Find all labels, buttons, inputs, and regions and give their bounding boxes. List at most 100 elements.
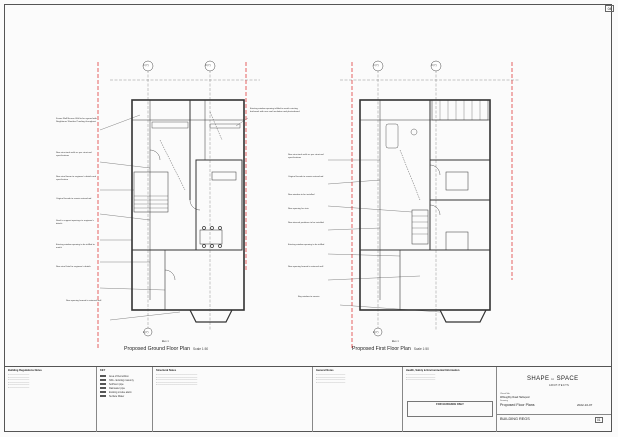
ground-grid-bubble-e bbox=[143, 327, 153, 337]
drawing-date: 2022-10-07 bbox=[577, 403, 593, 407]
general-notes-heading: General Notes bbox=[316, 369, 334, 372]
legend-label: Rainwater pipe bbox=[109, 386, 125, 390]
brand-logo: SHAPE in SPACE bbox=[527, 376, 579, 382]
ground-floor-title: Proposed Ground Floor Plan bbox=[124, 346, 191, 352]
ground-floor-scale: Scale 1:50 bbox=[193, 347, 209, 351]
building-regs-text: • ——————————• ——————————• ——————————• ——… bbox=[8, 374, 30, 389]
health-safety-text: • ——————————————• ——————————————• ——————… bbox=[406, 374, 436, 382]
general-notes-column: General Notes • ——————————————• ————————… bbox=[313, 367, 403, 432]
ground-red-boundaries bbox=[97, 62, 247, 350]
legend-label: Area of Demolition bbox=[109, 374, 129, 378]
first-grid-bubble-e bbox=[373, 327, 383, 337]
legend-item-surface: Surface Water bbox=[97, 394, 152, 398]
ground-grid-label-e: E (Y) bbox=[143, 331, 149, 334]
legend-swatch bbox=[100, 374, 106, 378]
legend-swatch bbox=[100, 386, 106, 390]
first-grid-label-c: C (Y) bbox=[373, 64, 379, 67]
drawing-revision: 01 bbox=[595, 417, 603, 423]
ground-grid-label-c: C (Y) bbox=[143, 64, 149, 67]
first-stair bbox=[411, 209, 429, 245]
legend-label: Soil/Vent pipe bbox=[109, 382, 124, 386]
structural-notes-text: • ————————————————————• ————————————————… bbox=[156, 374, 198, 387]
legend-swatch bbox=[100, 394, 106, 398]
brand-tail: SPACE bbox=[556, 376, 579, 382]
ground-outer-walls bbox=[131, 99, 245, 311]
first-grid-label-d: D (Y) bbox=[431, 64, 437, 67]
first-note-1: New structural walls as per structural s… bbox=[288, 154, 324, 159]
sheet-ref-number: 04 bbox=[605, 5, 614, 12]
ground-note-4: Original facade to remain untouched bbox=[56, 198, 92, 200]
ground-note-8: New opening formed in external wall bbox=[66, 300, 102, 302]
for-guidance-box: FOR GUIDANCE ONLY bbox=[407, 401, 493, 417]
bed-1 bbox=[445, 171, 469, 191]
title-block: Building Regulations Notes • ——————————•… bbox=[5, 366, 611, 432]
first-red-boundaries bbox=[351, 62, 513, 350]
key-heading: KEY bbox=[100, 369, 106, 372]
structural-notes-heading: Structural Notes bbox=[156, 369, 177, 372]
legend-swatch bbox=[100, 382, 106, 386]
legend-item-demolition: Area of Demolition bbox=[97, 374, 152, 378]
client-label: Client/Job bbox=[500, 393, 510, 395]
general-notes-text: • ——————————————• ——————————————• ——————… bbox=[316, 374, 346, 384]
first-grid-bubble-c bbox=[372, 60, 384, 72]
first-note-6: Existing window opening to be infilled bbox=[288, 244, 325, 246]
first-note-5: New internal partitions to be installed bbox=[288, 222, 324, 224]
first-bay-window bbox=[439, 309, 487, 323]
dining-table bbox=[199, 229, 223, 245]
ground-note-1: Frame Wall/Screen Wall to be agreed with… bbox=[56, 118, 97, 123]
brand-subtitle: ARCHITECTS bbox=[549, 384, 570, 387]
ground-grid-bubble-d bbox=[204, 60, 216, 72]
for-guidance-label: FOR GUIDANCE ONLY bbox=[436, 403, 464, 406]
first-note-8: Bay window to remain bbox=[298, 296, 320, 298]
ground-grid-bubble-c bbox=[142, 60, 154, 72]
building-regs-column: Building Regulations Notes • ——————————•… bbox=[5, 367, 97, 432]
ground-note-6: Existing window opening to be infilled t… bbox=[56, 244, 95, 249]
brand-join: in bbox=[551, 377, 555, 381]
legend-item-rwp: Rainwater pipe bbox=[97, 386, 152, 390]
first-note-3: New window to be installed bbox=[288, 194, 315, 196]
ground-note-7: New steel lintel to engineer's details bbox=[56, 266, 91, 268]
ground-note-5: Steel to support openings to engineer's … bbox=[56, 220, 94, 225]
ground-right-note: Existing window opening infilled to matc… bbox=[250, 108, 300, 113]
first-floor-scale: Scale 1:50 bbox=[413, 347, 429, 351]
first-grid-label-e: E (Y) bbox=[373, 331, 379, 334]
ground-note-3: New steel beam to engineer's details and… bbox=[56, 176, 96, 181]
legend-swatch bbox=[100, 390, 106, 394]
key-column: KEY Area of Demolition NFA - Existing ma… bbox=[97, 367, 153, 432]
legend-label: Surface Water bbox=[109, 394, 125, 398]
structural-notes-column: Structural Notes • ————————————————————•… bbox=[153, 367, 313, 432]
legend-label: NFA - Existing masonry bbox=[109, 378, 134, 382]
ground-note-2: New structural walls as per structural s… bbox=[56, 152, 92, 157]
legend-item-masonry: NFA - Existing masonry bbox=[97, 378, 152, 382]
building-regs-heading: Building Regulations Notes bbox=[8, 369, 42, 372]
first-note-7: New opening formed in external wall bbox=[288, 266, 324, 268]
drawing-info-column: SHAPE in SPACE ARCHITECTS Client/Job Wil… bbox=[497, 367, 611, 432]
first-floor-title: Proposed First Floor Plan bbox=[352, 346, 411, 352]
legend-item-smoke: Existing smoke alarm bbox=[97, 390, 152, 394]
title-divider bbox=[497, 414, 611, 415]
drawing-label: Drawing bbox=[500, 400, 509, 402]
first-note-2: Original facade to remain untouched bbox=[288, 176, 324, 178]
legend-swatch bbox=[100, 378, 106, 382]
first-note-4: New opening for stair bbox=[288, 208, 309, 210]
health-safety-column: Health, Safety & Environmental Informati… bbox=[403, 367, 497, 432]
ground-grid-label-d: D (Y) bbox=[205, 64, 211, 67]
drawing-status: BUILDING REGS bbox=[500, 417, 530, 421]
first-grid-bubble-d bbox=[430, 60, 442, 72]
brand-name: SHAPE bbox=[527, 376, 550, 382]
drawing-title: Proposed Floor Plans bbox=[500, 403, 535, 407]
ground-floor-plan bbox=[99, 99, 249, 323]
first-floor-plan bbox=[327, 99, 491, 323]
ground-hall bbox=[133, 171, 169, 213]
bed-2 bbox=[445, 231, 469, 251]
health-safety-heading: Health, Safety & Environmental Informati… bbox=[406, 369, 460, 372]
first-outer-walls bbox=[359, 99, 491, 311]
ground-bay-window bbox=[189, 309, 233, 323]
sheet-frame bbox=[4, 4, 612, 432]
client-value: Willoughby Road Hartlepool bbox=[500, 396, 530, 399]
legend-item-svp: Soil/Vent pipe bbox=[97, 382, 152, 386]
